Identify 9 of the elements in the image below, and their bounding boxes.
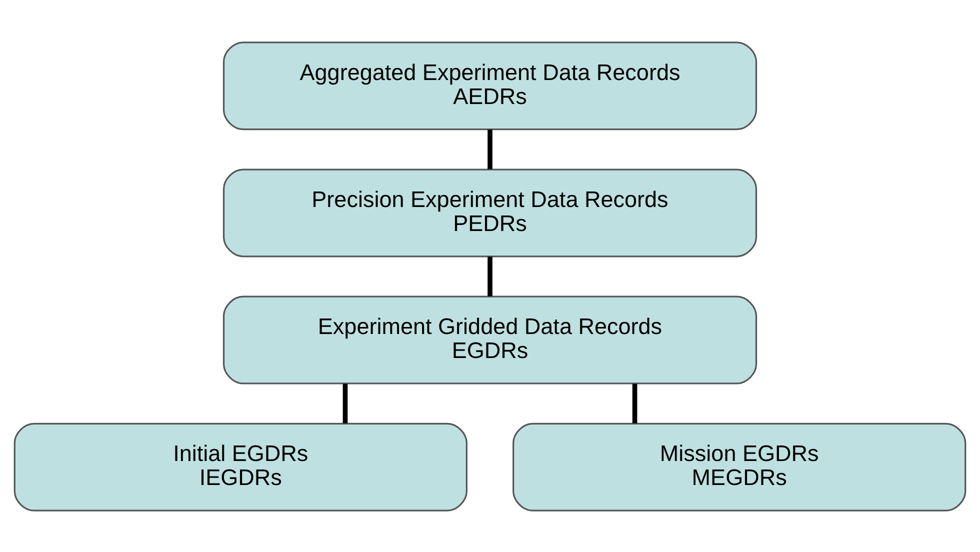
connector: [632, 383, 638, 423]
connector: [488, 129, 492, 169]
node-box: Initial EGDRs IEGDRs: [14, 422, 468, 511]
connector: [342, 383, 348, 423]
connector: [488, 256, 492, 296]
node-box: Precision Experiment Data Records PEDRs: [222, 168, 758, 257]
node-box: Experiment Gridded Data Records EGDRs: [222, 295, 758, 384]
node-box: Mission EGDRs MEGDRs: [512, 422, 966, 511]
node-box: Aggregated Experiment Data Records AEDRs: [222, 41, 758, 130]
